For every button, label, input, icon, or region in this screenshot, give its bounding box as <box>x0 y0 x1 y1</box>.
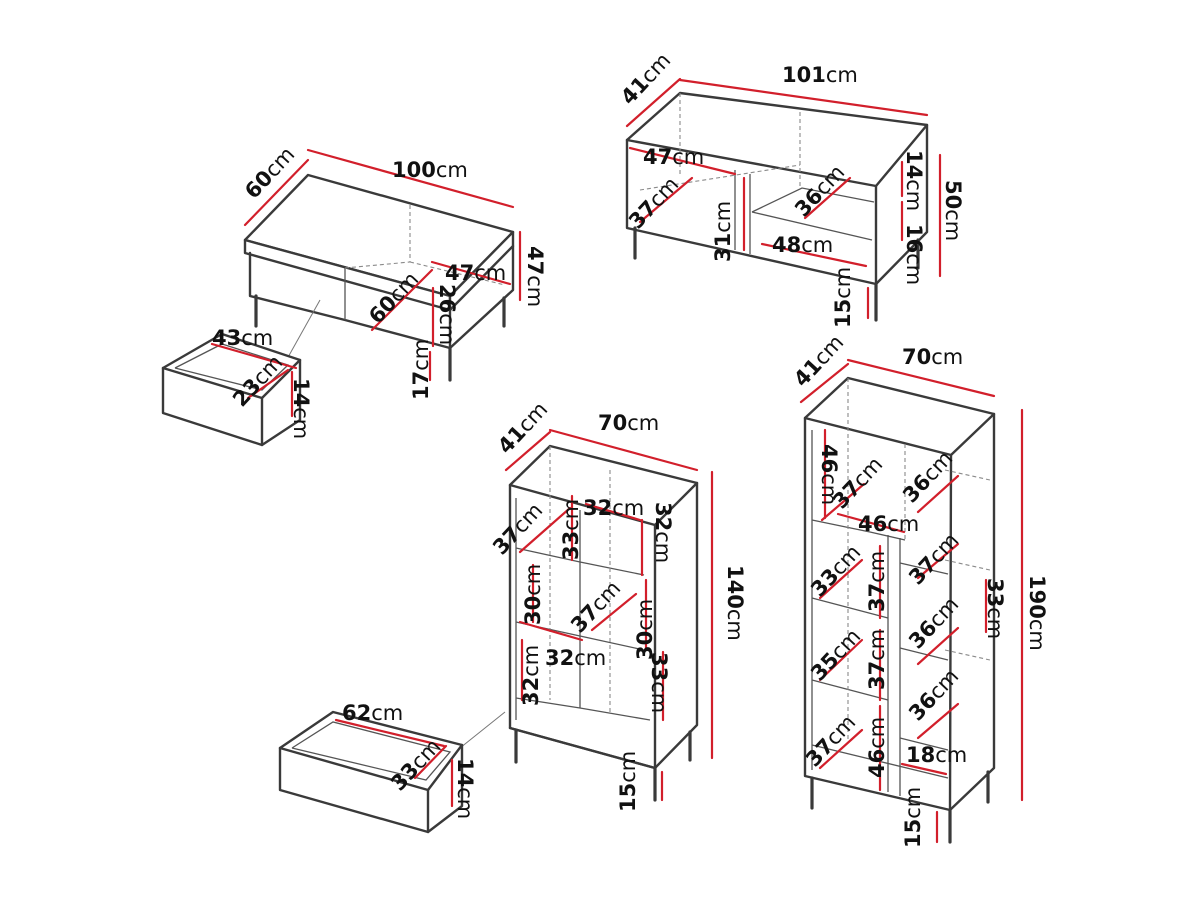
label-ct-width: 100cm <box>392 158 468 182</box>
label-b140-drawer-width: 62cm <box>342 701 403 725</box>
label-ct-compartment-width: 47cm <box>445 261 506 285</box>
label-b190-right-shelf2-depth: 37cm <box>904 528 963 589</box>
bookcase-140-drawer <box>278 710 464 834</box>
label-b190-right-height: 33cm <box>983 578 1007 639</box>
label-b190-right-shelf4-depth: 36cm <box>904 664 963 725</box>
coffee-table <box>161 148 522 447</box>
bookcase-190 <box>799 358 1024 844</box>
label-tv-right-bottom-width: 48cm <box>772 233 833 257</box>
label-b140-low-left-height: 32cm <box>519 645 543 706</box>
label-tv-right-bottom-height: 16cm <box>902 224 926 285</box>
label-b140-width: 70cm <box>598 411 659 435</box>
label-b140-height: 140cm <box>723 565 747 641</box>
label-b190-mid-width: 46cm <box>858 512 919 536</box>
label-b140-drawer-height: 14cm <box>453 758 477 819</box>
label-b140-low-right-height: 33cm <box>647 652 671 713</box>
label-b190-left-shelf3-depth: 35cm <box>806 624 865 685</box>
label-b190-height: 190cm <box>1025 575 1049 651</box>
bookcase-140 <box>278 428 714 834</box>
label-tv-width: 101cm <box>782 63 858 87</box>
label-b190-top-height: 46cm <box>817 444 841 505</box>
label-tv-leg-height: 15cm <box>831 267 855 328</box>
label-tv-left-height: 31cm <box>711 201 735 262</box>
label-tv-right-top-height: 14cm <box>902 150 926 211</box>
label-b190-right-shelf1-depth: 36cm <box>898 446 957 507</box>
label-ct-drawer-height: 14cm <box>289 378 313 439</box>
label-b190-right-shelf3-depth: 36cm <box>904 592 963 653</box>
label-b190-center-height2: 37cm <box>865 629 889 690</box>
label-ct-drawer-width: 43cm <box>212 326 273 350</box>
label-b190-bottom-right-width: 18cm <box>906 743 967 767</box>
label-b140-right-height: 32cm <box>651 502 675 563</box>
label-ct-leg-height: 17cm <box>409 339 433 400</box>
label-b190-left-shelf2-depth: 33cm <box>806 540 865 601</box>
label-b190-leg-height: 15cm <box>901 787 925 848</box>
label-b140-mid-height: 30cm <box>521 564 545 625</box>
tv-cabinet-top <box>625 91 929 188</box>
label-tv-left-width: 47cm <box>643 145 704 169</box>
label-b190-bottom-height: 46cm <box>865 717 889 778</box>
tv-cabinet <box>625 77 942 322</box>
label-ct-compartment-height: 26cm <box>435 284 459 345</box>
label-b140-shelf1-height: 33cm <box>559 499 583 560</box>
label-ct-height: 47cm <box>523 246 547 307</box>
label-tv-left-depth: 37cm <box>624 172 683 233</box>
label-tv-depth: 41cm <box>616 48 675 109</box>
label-b140-right-width: 32cm <box>583 496 644 520</box>
label-b190-center-height1: 37cm <box>865 551 889 612</box>
label-b140-depth: 41cm <box>493 397 552 458</box>
label-b140-mid-right-height: 30cm <box>633 599 657 660</box>
label-b140-low-width: 32cm <box>545 646 606 670</box>
label-b190-depth: 41cm <box>789 330 848 391</box>
label-tv-height: 50cm <box>941 180 965 241</box>
label-b140-leg-height: 15cm <box>616 751 640 812</box>
label-b140-shelf-depth: 37cm <box>488 498 547 559</box>
label-b190-width: 70cm <box>902 345 963 369</box>
